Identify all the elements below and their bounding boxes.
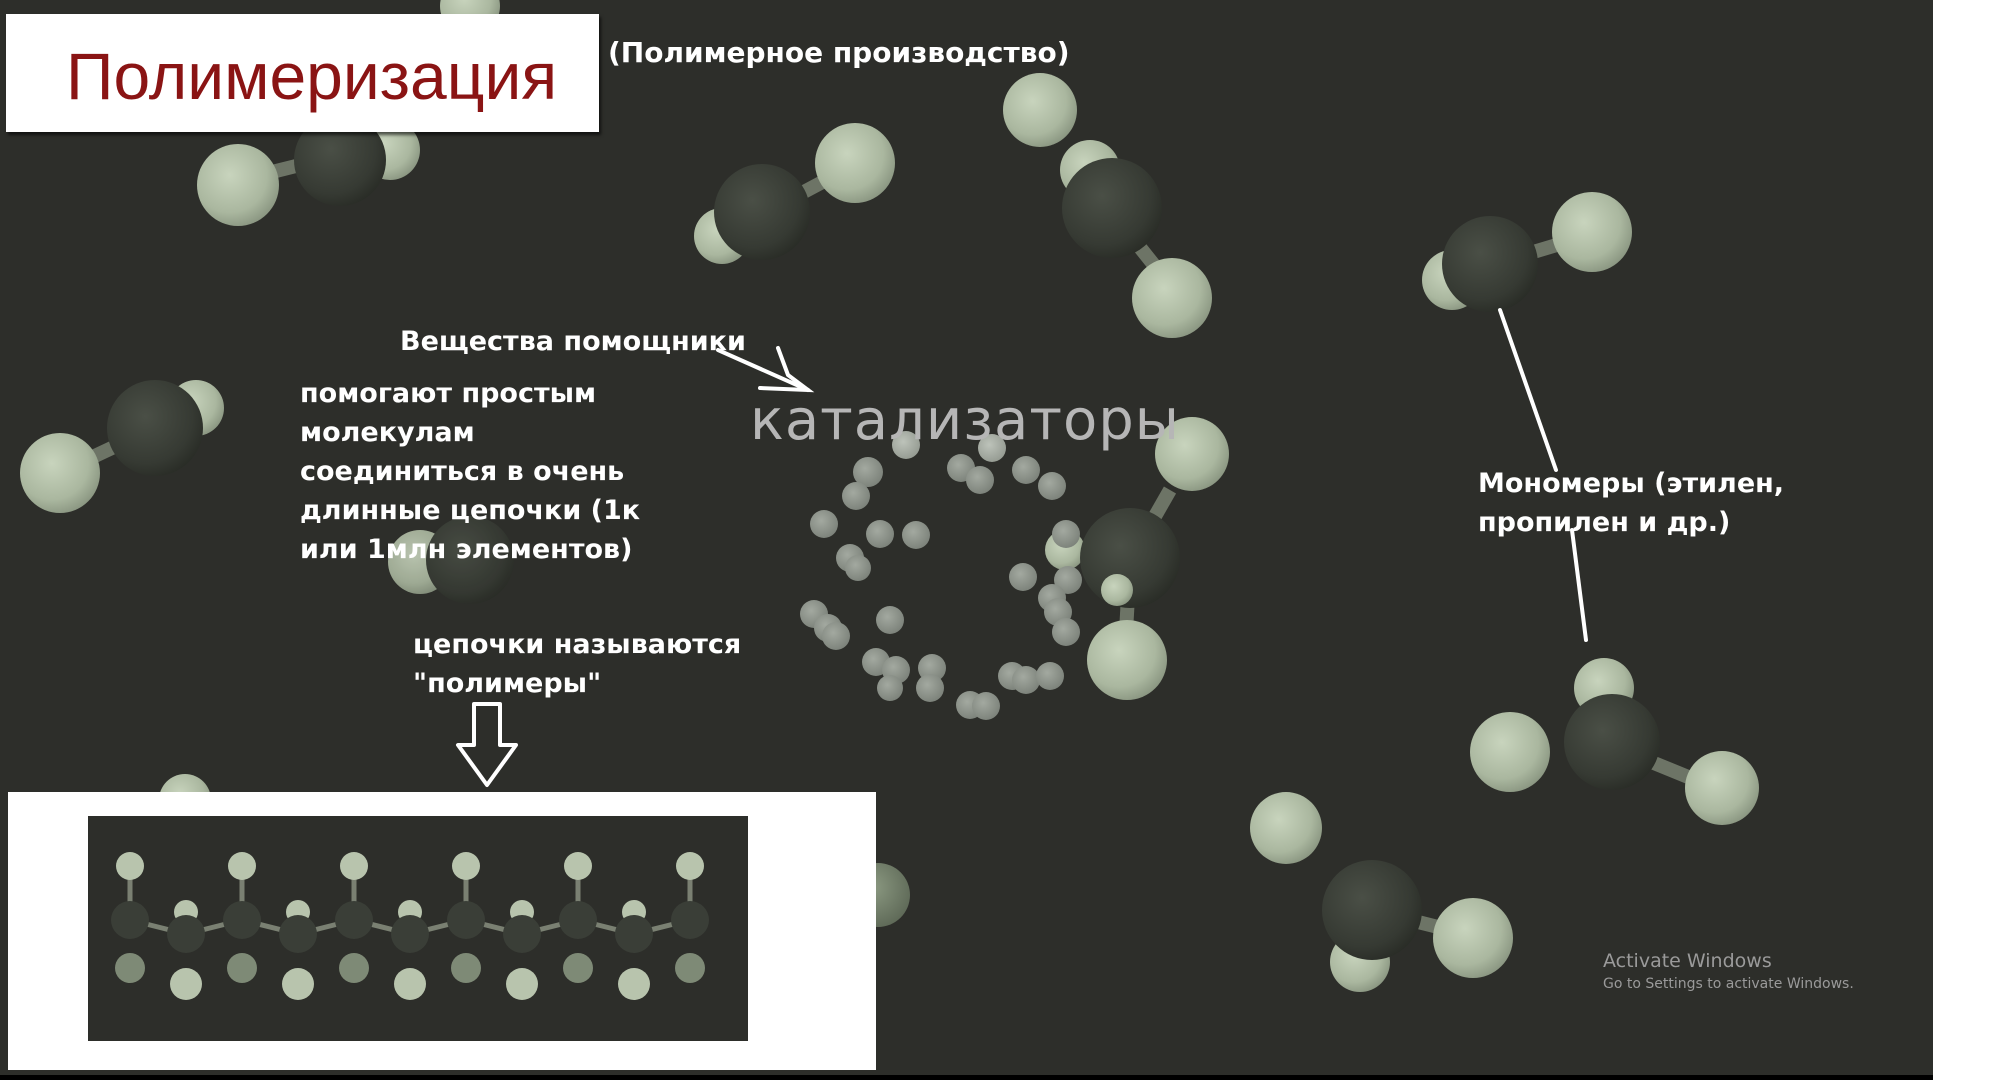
hydrogen-atom [506,968,538,1000]
carbon-atom [671,901,709,939]
hydrogen-atom [115,953,145,983]
polymer-chain [111,852,709,1000]
watermark-title: Activate Windows [1603,950,1772,972]
molecule-bottom-center [1250,792,1513,992]
down-arrow-icon [456,702,518,787]
chains-label: цепочки называются "полимеры" [413,629,742,699]
monomers-label: Мономеры (этилен, пропилен и др.) [1478,468,1785,538]
carbon-atom [335,901,373,939]
hydrogen-atom [618,968,650,1000]
hydrogen-atom [340,852,368,880]
molecule-top-center [694,123,895,264]
hydrogen-atom [451,953,481,983]
carbon-atom [111,901,149,939]
hydrogen-atom [116,852,144,880]
catalyst-label: катализаторы [750,388,1181,453]
polymer-chain-image [88,816,748,1041]
polymer-chain-panel [8,792,876,1070]
hydrogen-atom [564,852,592,880]
helpers-label: Вещества помощники [400,326,746,357]
hydrogen-atom [339,953,369,983]
carbon-atom [223,901,261,939]
molecule-top-right [1422,192,1632,312]
hydrogen-atom [675,953,705,983]
carbon-atom [503,915,541,953]
title-box: Полимеризация [6,14,599,132]
hydrogen-atom [170,968,202,1000]
hydrogen-atom [452,852,480,880]
hydrogen-atom [282,968,314,1000]
molecule-left-center [388,516,514,604]
watermark-subtitle: Go to Settings to activate Windows. [1603,976,1854,992]
activate-windows-watermark: Activate Windows Go to Settings to activ… [1603,950,1854,992]
carbon-atom [279,915,317,953]
carbon-atom [447,901,485,939]
hydrogen-atom [563,953,593,983]
hydrogen-atom [394,968,426,1000]
hydrogen-atom [228,852,256,880]
subtitle: (Полимерное производство) [608,36,1070,69]
bottom-edge [0,1075,1933,1080]
hydrogen-atom [227,953,257,983]
molecule-bottom-right [1470,658,1759,825]
carbon-atom [167,915,205,953]
catalyst-particles [800,431,1082,720]
molecule-top-right-center [1003,73,1212,338]
monomer-pointer-lines [1498,308,1588,642]
carbon-atom [559,901,597,939]
carbon-atom [391,915,429,953]
page-title: Полимеризация [66,39,558,113]
pointer-arrow-icon [716,346,815,393]
hydrogen-atom [676,852,704,880]
carbon-atom [615,915,653,953]
molecule-left [20,380,224,513]
helpers-description: помогают простым молекулам соединиться в… [300,378,641,565]
molecule-center-right [1045,417,1229,700]
